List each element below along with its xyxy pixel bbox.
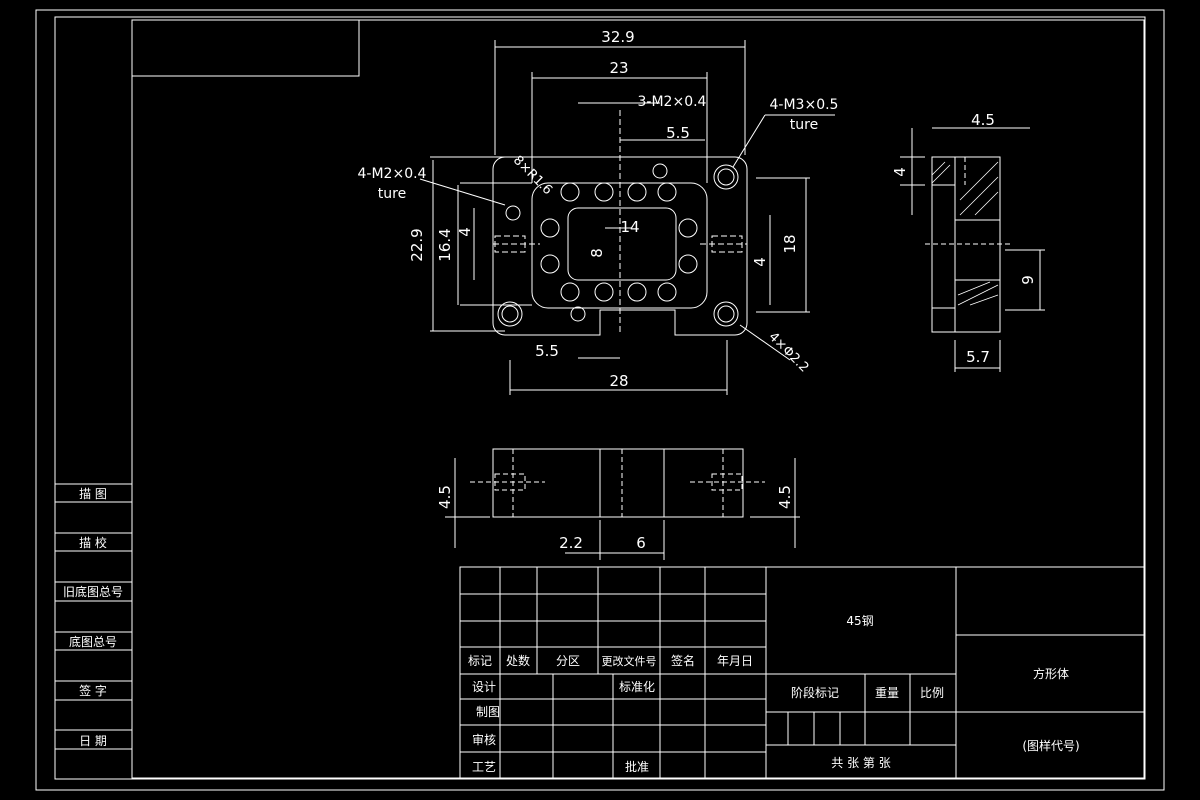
dim-front-right: 4.5 — [776, 485, 794, 509]
dim-slot-width: 14 — [620, 218, 639, 236]
code-box — [131, 19, 360, 77]
tb-material: 45钢 — [846, 614, 873, 628]
tb-mark: 标记 — [468, 654, 492, 668]
dim-right-gap: 4 — [751, 257, 769, 267]
dim-top-width: 32.9 — [601, 28, 634, 46]
side-label-signature: 签 字 — [79, 683, 107, 698]
side-label-check: 描 校 — [79, 535, 107, 550]
side-column: 描 图 描 校 旧底图总号 底图总号 签 字 日 期 — [55, 483, 132, 750]
tb-drawing: 制图 — [476, 705, 500, 719]
dim-left-gap: 4 — [456, 227, 474, 237]
tb-review: 审核 — [472, 732, 496, 747]
tb-approve: 批准 — [625, 759, 649, 774]
tb-process: 工艺 — [472, 760, 496, 774]
tb-scale: 比例 — [920, 686, 944, 700]
dim-right-height: 18 — [781, 234, 799, 253]
dim-front-a: 2.2 — [559, 534, 583, 552]
side-label-date: 日 期 — [79, 734, 107, 748]
side-label-trace: 描 图 — [79, 487, 107, 501]
drawing-border — [131, 19, 1145, 779]
tb-design: 设计 — [472, 680, 496, 694]
dim-pitch-bottom: 5.5 — [535, 342, 559, 360]
tb-stage-mark: 阶段标记 — [791, 685, 839, 700]
dim-front-left: 4.5 — [436, 485, 454, 509]
dim-ture-1: ture — [790, 117, 818, 133]
dim-holes: 4×Φ2.2 — [765, 330, 811, 376]
dim-pitch-top: 5.5 — [666, 124, 690, 142]
dim-side-nine: 9 — [1019, 275, 1037, 285]
tb-standardize: 标准化 — [619, 680, 655, 694]
dim-bottom-width: 28 — [609, 372, 628, 390]
side-label-base-number: 底图总号 — [69, 634, 117, 649]
top-view-holes — [497, 163, 739, 327]
title-block: 标记 处数 分区 更改文件号 签名 年月日 设计 制图 审核 工艺 标准化 批准… — [459, 566, 1146, 780]
dim-thread-m3: 4-M3×0.5 — [770, 97, 839, 113]
side-view — [900, 127, 1045, 372]
tb-signature: 签名 — [671, 653, 695, 668]
tb-change-doc: 更改文件号 — [602, 654, 657, 668]
tb-weight: 重量 — [875, 686, 899, 700]
dim-slot-height: 8 — [588, 248, 606, 258]
tb-date: 年月日 — [717, 654, 753, 668]
dim-side-small: 4 — [891, 167, 909, 177]
dim-side-top: 4.5 — [971, 111, 995, 129]
top-view — [419, 40, 835, 395]
dim-front-b: 6 — [636, 534, 646, 552]
tb-drawing-code: (图样代号) — [1022, 738, 1079, 753]
dim-inner-width: 23 — [609, 59, 628, 77]
tb-zone: 分区 — [556, 654, 580, 668]
dim-ture-2: ture — [378, 186, 406, 202]
frame-border — [54, 16, 1146, 780]
tb-sheets: 共 张 第 张 — [831, 756, 890, 770]
dim-thread-left: 4-M2×0.4 — [358, 166, 427, 182]
side-label-old-number: 旧底图总号 — [63, 584, 123, 599]
tb-part-name: 方形体 — [1033, 666, 1069, 681]
front-view — [445, 448, 800, 560]
dimension-labels: 32.9 23 3-M2×0.4 4-M3×0.5 ture 5.5 4-M2×… — [358, 28, 1037, 552]
outer-border — [35, 9, 1165, 791]
tb-count: 处数 — [506, 653, 530, 668]
dim-thread-m2: 3-M2×0.4 — [638, 94, 707, 110]
dim-height-total: 22.9 — [408, 228, 426, 261]
dim-height-inner: 16.4 — [436, 228, 454, 261]
dim-side-bottom: 5.7 — [966, 348, 990, 366]
